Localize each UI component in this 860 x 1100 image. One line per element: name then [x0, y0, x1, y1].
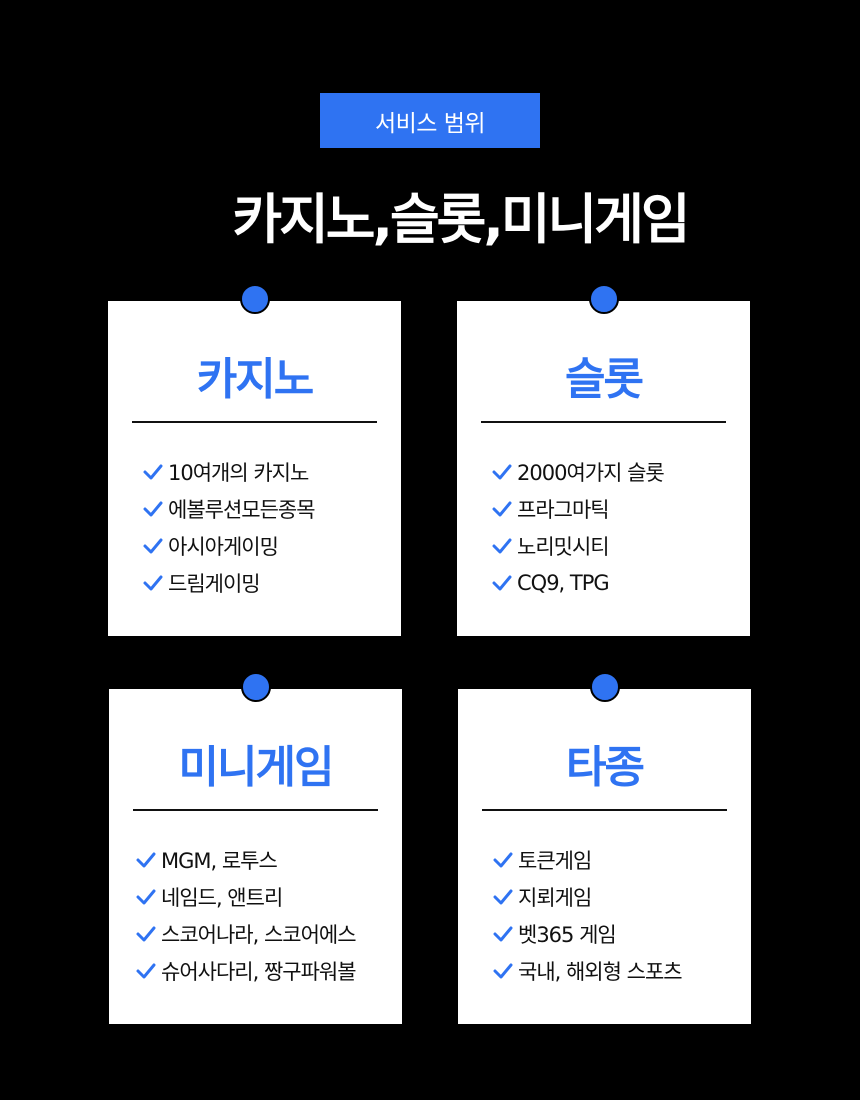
pin-dot-icon: [588, 284, 619, 314]
check-icon: [136, 926, 156, 941]
check-icon: [492, 538, 512, 553]
card-title: 슬롯: [565, 354, 644, 405]
pin-dot-icon: [240, 672, 271, 702]
page-headline: 카지노,슬롯,미니게임: [232, 188, 690, 251]
pin-dot-icon: [239, 284, 270, 314]
card-other-sports: 타종 토큰게임 지뢰게임 벳365 게임 국내, 해외형 스포츠: [458, 672, 751, 1024]
pin-dot-icon: [589, 672, 620, 702]
check-icon: [136, 852, 156, 867]
card-title: 카지노: [196, 354, 314, 405]
list-item-label: 프라그마틱: [517, 497, 610, 522]
check-icon: [143, 538, 163, 553]
list-item: 벳365 게임: [492, 915, 741, 952]
list-item-label: 지뢰게임: [518, 885, 592, 910]
check-icon: [493, 852, 513, 867]
list-item: 토큰게임: [492, 841, 741, 878]
list-item-label: CQ9, TPG: [517, 570, 610, 595]
check-icon: [493, 963, 513, 978]
card-title: 타종: [566, 742, 645, 793]
service-scope-badge: 서비스 범위: [320, 93, 540, 148]
check-icon: [136, 889, 156, 904]
feature-list: 토큰게임 지뢰게임 벳365 게임 국내, 해외형 스포츠: [492, 841, 741, 989]
check-icon: [143, 464, 163, 479]
divider: [132, 421, 377, 423]
list-item: 노리밋시티: [491, 527, 740, 564]
list-item-label: 국내, 해외형 스포츠: [518, 959, 683, 984]
list-item: 지뢰게임: [492, 878, 741, 915]
check-icon: [143, 575, 163, 590]
list-item-label: 스코어나라, 스코어에스: [161, 922, 357, 947]
divider: [482, 809, 727, 811]
list-item: 스코어나라, 스코어에스: [135, 915, 392, 952]
check-icon: [493, 926, 513, 941]
list-item: 드림게이밍: [142, 564, 391, 601]
check-icon: [143, 501, 163, 516]
list-item-label: 10여개의 카지노: [168, 460, 309, 485]
check-icon: [492, 575, 512, 590]
divider: [133, 809, 378, 811]
card-title: 미니게임: [178, 742, 335, 793]
list-item: MGM, 로투스: [135, 841, 392, 878]
list-item-label: 에볼루션모든종목: [168, 497, 316, 522]
list-item: 10여개의 카지노: [142, 453, 391, 490]
list-item: CQ9, TPG: [491, 564, 740, 601]
feature-list: 10여개의 카지노 에볼루션모든종목 아시아게이밍 드림게이밍: [142, 453, 391, 601]
list-item: 프라그마틱: [491, 490, 740, 527]
list-item-label: 슈어사다리, 짱구파워볼: [161, 959, 357, 984]
list-item: 아시아게이밍: [142, 527, 391, 564]
list-item-label: 토큰게임: [518, 848, 592, 873]
card-slot: 슬롯 2000여가지 슬롯 프라그마틱 노리밋시티 CQ9, TPG: [457, 284, 750, 636]
check-icon: [493, 889, 513, 904]
list-item: 국내, 해외형 스포츠: [492, 952, 741, 989]
list-item: 2000여가지 슬롯: [491, 453, 740, 490]
list-item-label: MGM, 로투스: [161, 848, 278, 873]
check-icon: [492, 464, 512, 479]
list-item-label: 2000여가지 슬롯: [517, 460, 665, 485]
list-item: 슈어사다리, 짱구파워볼: [135, 952, 392, 989]
list-item: 에볼루션모든종목: [142, 490, 391, 527]
list-item-label: 네임드, 앤트리: [161, 885, 283, 910]
feature-list: MGM, 로투스 네임드, 앤트리 스코어나라, 스코어에스 슈어사다리, 짱구…: [135, 841, 392, 989]
list-item-label: 아시아게이밍: [168, 534, 279, 559]
card-minigame: 미니게임 MGM, 로투스 네임드, 앤트리 스코어나라, 스코어에스 슈어사다…: [109, 672, 402, 1024]
check-icon: [492, 501, 512, 516]
list-item-label: 드림게이밍: [168, 571, 261, 596]
divider: [481, 421, 726, 423]
list-item: 네임드, 앤트리: [135, 878, 392, 915]
list-item-label: 노리밋시티: [517, 534, 610, 559]
card-casino: 카지노 10여개의 카지노 에볼루션모든종목 아시아게이밍 드림게이밍: [108, 284, 401, 636]
feature-list: 2000여가지 슬롯 프라그마틱 노리밋시티 CQ9, TPG: [491, 453, 740, 601]
check-icon: [136, 963, 156, 978]
list-item-label: 벳365 게임: [518, 922, 617, 947]
